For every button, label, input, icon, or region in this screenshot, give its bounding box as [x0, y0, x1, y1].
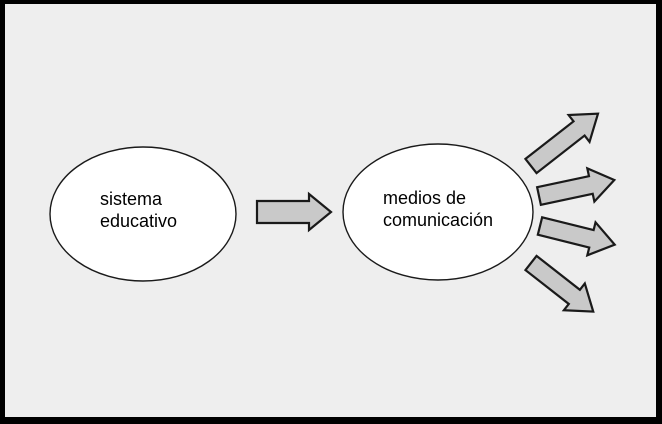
node-ellipse-medios-de-comunicacion [342, 143, 534, 281]
node-ellipse-sistema-educativo [49, 146, 237, 282]
diagram-graphics [49, 112, 617, 313]
node-label-sistema-educativo: sistema educativo [100, 188, 177, 232]
node-label-medios-de-comunicacion: medios de comunicación [383, 187, 493, 231]
label-line: sistema [100, 189, 163, 209]
label-line: comunicación [383, 210, 494, 230]
connector-arrow-icon [255, 191, 333, 233]
output-arrow-down-right-icon [523, 254, 595, 313]
output-arrow-right-slight-up-icon [535, 166, 617, 207]
output-arrow-right-slight-down-icon [536, 215, 617, 258]
label-line: educativo [100, 211, 178, 231]
output-arrow-up-right-icon [523, 112, 600, 175]
label-line: medios de [383, 188, 467, 208]
